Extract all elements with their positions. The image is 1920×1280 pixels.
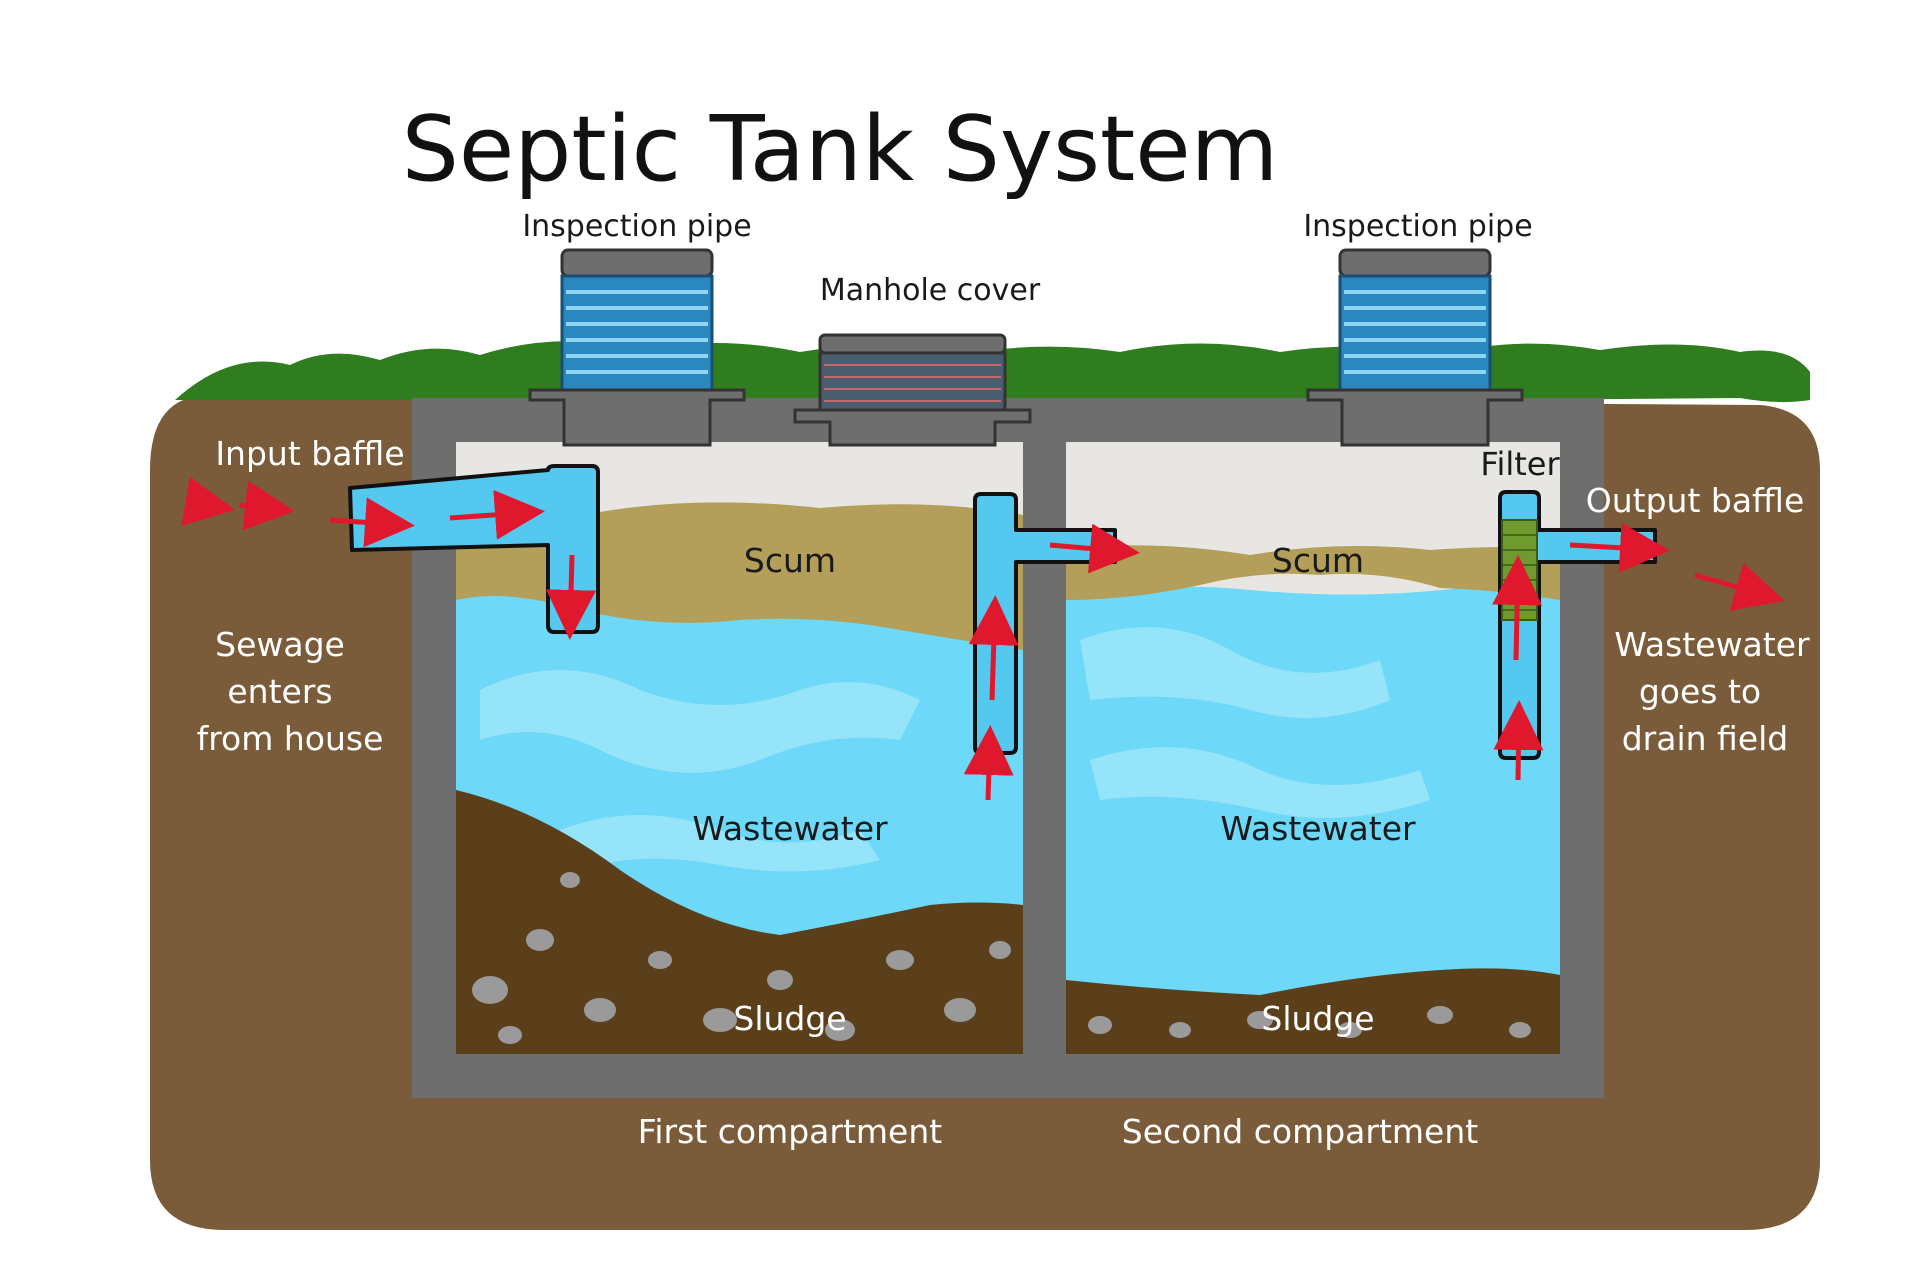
flow-arrow-transfer-up-2: [968, 595, 1019, 701]
wastewater-left-label: Wastewater: [692, 809, 888, 848]
sludge-right-label: Sludge: [1261, 999, 1374, 1038]
flow-arrow-input-down: [546, 554, 597, 640]
flow-arrow-drain-field: [1694, 562, 1785, 611]
flow-arrows: [181, 476, 1785, 801]
sewage-label-line3: from house: [197, 719, 384, 758]
flow-arrow-transfer-up-1: [963, 725, 1014, 801]
wastewater-out-label-line3: drain field: [1622, 719, 1789, 758]
first-compartment-label: First compartment: [638, 1112, 942, 1151]
second-compartment-scum: [1066, 545, 1560, 600]
sludge-left-label: Sludge: [733, 999, 846, 1038]
sewage-label-line1: Sewage: [215, 625, 345, 664]
page-title: Septic Tank System: [402, 97, 1279, 202]
flow-arrow-output-up-1: [1493, 700, 1544, 781]
filter-label: Filter: [1480, 445, 1560, 483]
inspection-pipe-left-label: Inspection pipe: [522, 209, 751, 244]
scum-right-label: Scum: [1272, 541, 1364, 580]
flow-arrow-input-2: [449, 489, 545, 540]
first-compartment-water-highlight: [480, 670, 920, 773]
second-compartment-water-highlight-2: [1090, 747, 1430, 818]
first-compartment-sludge: [456, 790, 1023, 1054]
scum-left-label: Scum: [744, 541, 836, 580]
right-inspection-pipe: [1306, 248, 1524, 447]
second-compartment-sludge-rocks: [1088, 1006, 1531, 1038]
first-compartment-water-highlight-2: [560, 815, 880, 872]
flow-arrow-sewage-in-1: [181, 476, 235, 526]
second-compartment-water-highlight: [1080, 627, 1390, 718]
flow-arrow-transfer-out: [1049, 523, 1140, 574]
flow-arrow-output-up-2: [1492, 555, 1543, 661]
flow-arrow-sewage-in-2: [239, 480, 295, 531]
output-baffle-label: Output baffle: [1586, 481, 1805, 520]
left-inspection-pipe: [528, 248, 746, 447]
inspection-pipe-right-label: Inspection pipe: [1303, 209, 1532, 244]
manhole-cover-label: Manhole cover: [820, 273, 1041, 308]
sewage-label-line2: enters: [227, 672, 332, 711]
first-compartment: [456, 442, 1023, 1054]
manhole-cover: [793, 333, 1032, 447]
first-compartment-sludge-rocks: [472, 872, 1011, 1044]
second-compartment-label: Second compartment: [1122, 1112, 1478, 1151]
second-compartment-water: [1066, 586, 1560, 1054]
wastewater-right-label: Wastewater: [1220, 809, 1416, 848]
wastewater-out-label-line1: Wastewater: [1614, 625, 1810, 664]
second-compartment: [1066, 442, 1560, 1054]
input-baffle-label: Input baffle: [215, 434, 404, 473]
flow-arrow-output-out: [1569, 522, 1670, 573]
wastewater-out-label-line2: goes to: [1639, 672, 1761, 711]
flow-arrow-input-1: [329, 497, 415, 548]
